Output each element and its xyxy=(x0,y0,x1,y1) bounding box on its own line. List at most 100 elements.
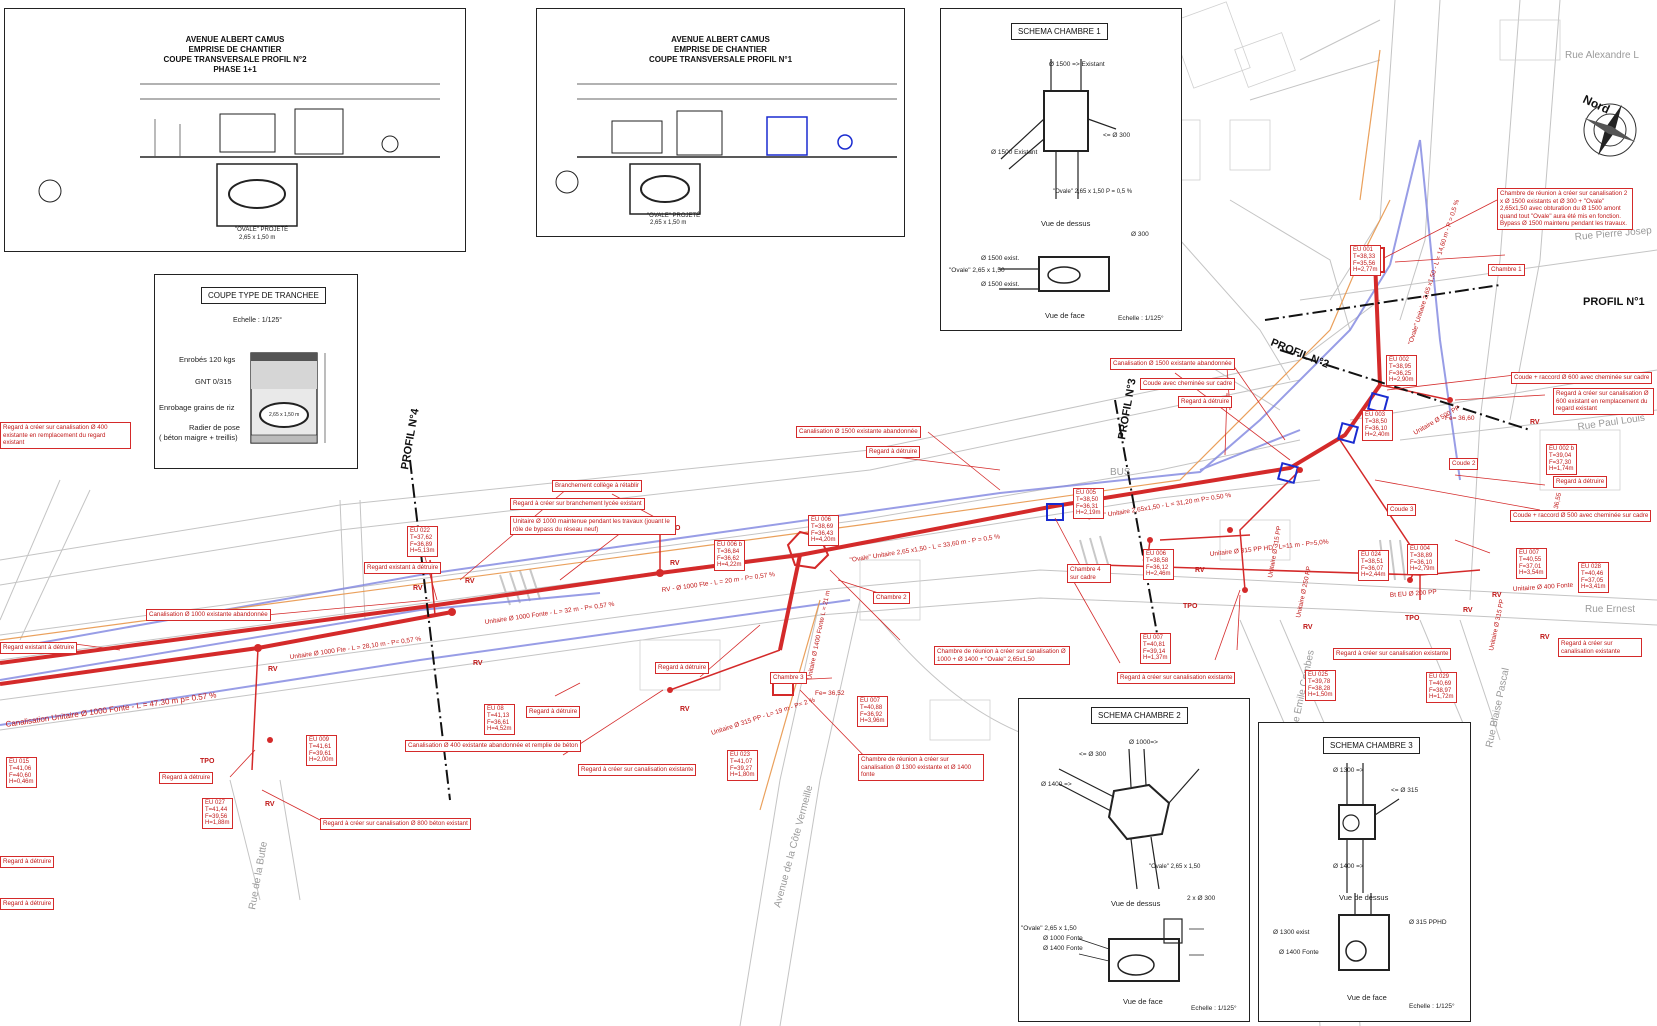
text-shape: RV xyxy=(473,660,483,667)
chambre-3-label-4: Ø 1300 exist xyxy=(1273,929,1310,936)
existing-network xyxy=(0,139,1461,726)
profil-1-note-1: "OVALE" PROJETÉ xyxy=(647,213,701,219)
chambre-2-drawing xyxy=(1058,748,1204,982)
cote-eu027: EU 027 T=41,44 F=39,56 H=1,88m xyxy=(202,798,233,830)
chambre-1-label-6: "Ovale" 2,65 x 1,50 xyxy=(949,267,1005,274)
circle-shape xyxy=(656,569,664,577)
text-shape: RV xyxy=(1492,592,1502,599)
cote-eu029: EU 029 T=40,69 F=38,97 H=1,72m xyxy=(1426,672,1457,704)
tranchee-drawing xyxy=(250,352,326,444)
annotation-regard-detruire-4: Regard à détruire xyxy=(655,662,710,674)
chambre-1-drawing xyxy=(999,59,1117,292)
profil-2-panel: AVENUE ALBERT CAMUS EMPRISE DE CHANTIER … xyxy=(4,8,466,252)
path-shape xyxy=(1459,619,1501,741)
circle-shape xyxy=(1593,113,1627,147)
path-shape xyxy=(1359,49,1381,201)
profil-1-title-1: AVENUE ALBERT CAMUS xyxy=(671,35,770,44)
path-shape xyxy=(1399,0,1441,321)
circle-shape xyxy=(267,737,273,743)
path-shape xyxy=(1509,0,1561,421)
tranchee-layer-5: ( béton maigre + treillis) xyxy=(159,433,238,442)
bus-stop: BUS xyxy=(1110,467,1131,478)
path-shape xyxy=(1454,394,1546,401)
path-shape xyxy=(829,569,901,641)
path-shape xyxy=(1229,199,1351,331)
path-shape xyxy=(229,779,261,901)
chambre-2-label-2: <= Ø 300 xyxy=(1079,751,1107,758)
profil-1-title-2: EMPRISE DE CHANTIER xyxy=(674,45,767,54)
street-butte: Rue de la Butte xyxy=(247,840,270,910)
annotation-regard-existant-detruire-1: Regard existant à détruire xyxy=(364,562,442,574)
profil-3-line xyxy=(1114,399,1161,651)
text-shape: RV xyxy=(1540,634,1550,641)
annotation-regard-detruire-8: Regard à détruire xyxy=(0,898,55,910)
tranchee-ovale: 2,65 x 1,50 m xyxy=(269,412,300,418)
text-shape: Unitaire Ø 250 PP xyxy=(1295,566,1313,619)
path-shape xyxy=(1299,249,1657,301)
cote-eu028: EU 028 T=40,46 F=37,05 H=3,41m xyxy=(1578,562,1609,594)
chambre-1-title: SCHEMA CHAMBRE 1 xyxy=(1011,23,1108,40)
text-shape: RV xyxy=(413,585,423,592)
text-shape: Unitaire Ø 315 PP HD - L=11 m - P=5,0% xyxy=(1209,539,1329,558)
text-shape: RV xyxy=(680,706,690,713)
cote-eu006c: EU 006 b T=36,84 F=36,62 H=4,22m xyxy=(714,540,746,572)
profil-1-drawing xyxy=(555,83,897,215)
path-shape xyxy=(0,264,1391,651)
text-shape: Fe= 36,52 xyxy=(815,690,845,697)
street-ernest: Rue Ernest xyxy=(1585,604,1635,615)
profil-4-label: PROFIL N°4 xyxy=(399,407,422,471)
path-shape xyxy=(74,643,121,651)
tranchee-layer-2: GNT 0/315 xyxy=(195,377,232,386)
annotation-coude-raccord-600: Coude + raccord Ø 600 avec cheminée sur … xyxy=(1511,372,1653,384)
chambre-2-label-8: Ø 1400 Fonte xyxy=(1043,945,1083,952)
path-shape xyxy=(1389,139,1421,266)
annotation-coude-cheminee: Coude avec cheminée sur cadre xyxy=(1140,378,1236,390)
chambre-3-echelle: Echelle : 1/125° xyxy=(1409,1003,1455,1010)
path-shape xyxy=(1054,517,1083,570)
chambre-2-face: Vue de face xyxy=(1123,997,1163,1006)
cote-eu006b: EU 006 T=38,69 F=36,43 H=4,20m xyxy=(808,515,839,547)
rect-shape xyxy=(1276,461,1300,485)
annotation-regard-detruire-1: Regard à détruire xyxy=(1553,476,1608,488)
annotation-chambre-4: Chambre 4 sur cadre xyxy=(1067,564,1111,583)
path-shape xyxy=(1454,474,1546,486)
annotation-chambre-3: Chambre 3 xyxy=(770,672,807,684)
path-shape xyxy=(0,259,1383,665)
circle-shape xyxy=(254,644,262,652)
chambre-3-dessus: Vue de dessus xyxy=(1339,893,1389,902)
annotation-regard-detruire-5: Regard à détruire xyxy=(526,706,581,718)
chambre-3-face: Vue de face xyxy=(1347,993,1387,1002)
annotation-coude-raccord-500: Coude + raccord Ø 500 avec cheminée sur … xyxy=(1510,510,1652,522)
annotation-branchement-college: Branchement collège à rétablir xyxy=(552,480,642,492)
text-shape: Unitaire Ø 400 Fonte xyxy=(1513,582,1574,593)
rect-shape xyxy=(1539,429,1621,491)
path-shape xyxy=(778,554,802,651)
chambre-3-label-5: Ø 315 PPHD xyxy=(1409,919,1447,926)
path-shape xyxy=(1236,594,1241,651)
north-label: Nord xyxy=(1581,92,1612,117)
profil-1-label: PROFIL N°1 xyxy=(1583,296,1645,308)
rv-markers: RV RV RV RV RV RV RV RV RV RV RV RV RV xyxy=(265,419,1550,808)
text-shape: RV xyxy=(465,578,475,585)
annotation-coude-3: Coude 3 xyxy=(1387,504,1417,516)
text-shape: Unitaire Ø 315 PP xyxy=(1488,599,1506,652)
profil-2-title-1: AVENUE ALBERT CAMUS xyxy=(185,35,285,44)
path-shape xyxy=(699,624,761,678)
profil-2-title-3: COUPE TRANSVERSALE PROFIL N°2 xyxy=(163,55,307,64)
chambre-3-label-2: <= Ø 315 xyxy=(1391,787,1419,794)
text-shape: RV xyxy=(1303,624,1313,631)
chambre-1-label-5: Ø 1500 exist. xyxy=(981,255,1020,262)
path-shape xyxy=(879,454,1001,471)
text-shape: RV xyxy=(265,801,275,808)
text-shape: TPO xyxy=(1183,603,1198,610)
chambre-2-label-4: "Ovale" 2,65 x 1,50 xyxy=(1149,864,1201,870)
chambre-1-face: Vue de face xyxy=(1045,311,1085,320)
path-shape xyxy=(229,749,256,778)
path-shape xyxy=(1454,539,1491,554)
profil-3-label: PROFIL N°3 xyxy=(1116,378,1139,441)
circle-shape xyxy=(1583,103,1637,157)
path-shape xyxy=(261,789,321,821)
annotation-chambre-2: Chambre 2 xyxy=(873,592,910,604)
annotation-chambre-reunion-2: Chambre de réunion à créer sur canalisat… xyxy=(934,646,1070,665)
profil-2-drawing xyxy=(38,83,440,227)
